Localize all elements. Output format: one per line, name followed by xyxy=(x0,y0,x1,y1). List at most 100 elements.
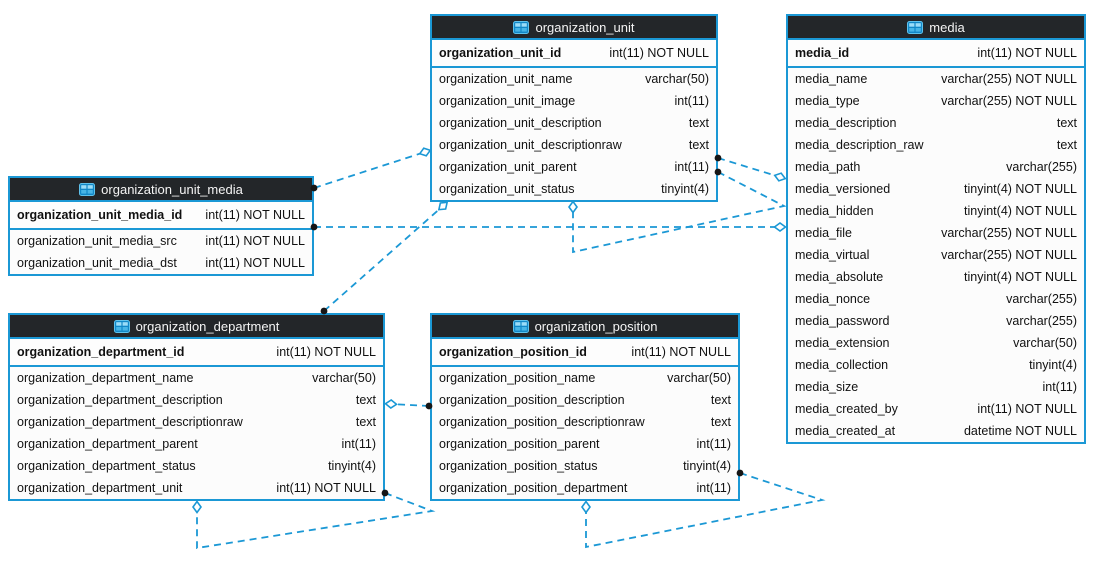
column-name: organization_unit_media_src xyxy=(17,234,177,248)
table-organization_position[interactable]: organization_position organization_positi… xyxy=(430,313,740,501)
column-row[interactable]: media_description_raw text xyxy=(788,134,1084,156)
column-type: text xyxy=(710,415,731,429)
column-type: int(11) NOT NULL xyxy=(631,345,731,359)
table-organization_department[interactable]: organization_department organization_depa… xyxy=(8,313,385,501)
column-row[interactable]: organization_unit_name varchar(50) xyxy=(432,68,716,90)
relationship-line-organization_position-department-to-organization_department[interactable] xyxy=(390,403,430,407)
column-name: organization_position_name xyxy=(439,371,596,385)
column-row[interactable]: organization_department_name varchar(50) xyxy=(10,367,383,389)
column-row[interactable]: organization_department_descriptionraw te… xyxy=(10,411,383,433)
column-type: tinyint(4) NOT NULL xyxy=(964,182,1077,196)
column-type: varchar(50) xyxy=(645,72,709,86)
relationship-line-organization_department-parent-self-reference[interactable] xyxy=(196,492,436,550)
column-type: tinyint(4) NOT NULL xyxy=(964,204,1077,218)
column-type: text xyxy=(688,116,709,130)
column-name: media_collection xyxy=(795,358,889,372)
table-icon xyxy=(512,319,529,333)
column-type: int(11) xyxy=(1042,380,1077,394)
column-name: media_description xyxy=(795,116,897,130)
column-type: varchar(255) xyxy=(1006,314,1077,328)
column-name: media_description_raw xyxy=(795,138,924,152)
column-type: text xyxy=(1056,138,1077,152)
column-row[interactable]: organization_department_unit int(11) NOT … xyxy=(10,477,383,499)
column-type: int(11) xyxy=(696,481,731,495)
column-name: media_absolute xyxy=(795,270,884,284)
column-type: tinyint(4) xyxy=(1029,358,1077,372)
column-type: text xyxy=(355,415,376,429)
table-organization_unit_media[interactable]: organization_unit_media organization_unit… xyxy=(8,176,314,276)
relationship-line-organization_unit-parent-self-reference[interactable] xyxy=(572,171,787,254)
relationship-line-organization_unit-image-to-media[interactable] xyxy=(717,157,781,178)
column-name: organization_department_descriptionraw xyxy=(17,415,243,429)
table-header[interactable]: media xyxy=(788,16,1084,40)
column-type: int(11) NOT NULL xyxy=(977,46,1077,60)
table-icon xyxy=(113,319,130,333)
relationship-line-organization_position-parent-self-reference[interactable] xyxy=(585,472,826,549)
column-name: organization_department_id xyxy=(17,345,185,359)
column-name: organization_position_department xyxy=(439,481,628,495)
column-type: text xyxy=(355,393,376,407)
column-type: varchar(255) NOT NULL xyxy=(941,226,1077,240)
column-name: organization_unit_name xyxy=(439,72,573,86)
table-header[interactable]: organization_position xyxy=(432,315,738,339)
column-type: int(11) xyxy=(674,94,709,108)
column-type: tinyint(4) xyxy=(661,182,709,196)
table-header[interactable]: organization_unit_media xyxy=(10,178,312,202)
column-type: int(11) NOT NULL xyxy=(276,481,376,495)
table-header[interactable]: organization_unit xyxy=(432,16,716,40)
column-type: tinyint(4) xyxy=(328,459,376,473)
column-name: organization_department_unit xyxy=(17,481,183,495)
column-row[interactable]: organization_position_department int(11) xyxy=(432,477,738,499)
relationship-line-organization_unit_media-src-to-organization_unit[interactable] xyxy=(313,151,426,189)
table-name: organization_unit_media xyxy=(101,181,243,197)
column-type: varchar(255) NOT NULL xyxy=(941,94,1077,108)
column-row[interactable]: media_collection tinyint(4) xyxy=(788,354,1084,376)
column-row[interactable]: media_hidden tinyint(4) NOT NULL xyxy=(788,200,1084,222)
column-type: varchar(50) xyxy=(312,371,376,385)
table-name: organization_position xyxy=(534,318,658,334)
table-header[interactable]: organization_department xyxy=(10,315,383,339)
column-name: organization_department_name xyxy=(17,371,194,385)
relationship-line-organization_department-unit-to-organization_unit[interactable] xyxy=(323,205,444,312)
table-icon xyxy=(907,20,924,34)
column-name: media_hidden xyxy=(795,204,874,218)
table-name: organization_department xyxy=(135,318,280,334)
